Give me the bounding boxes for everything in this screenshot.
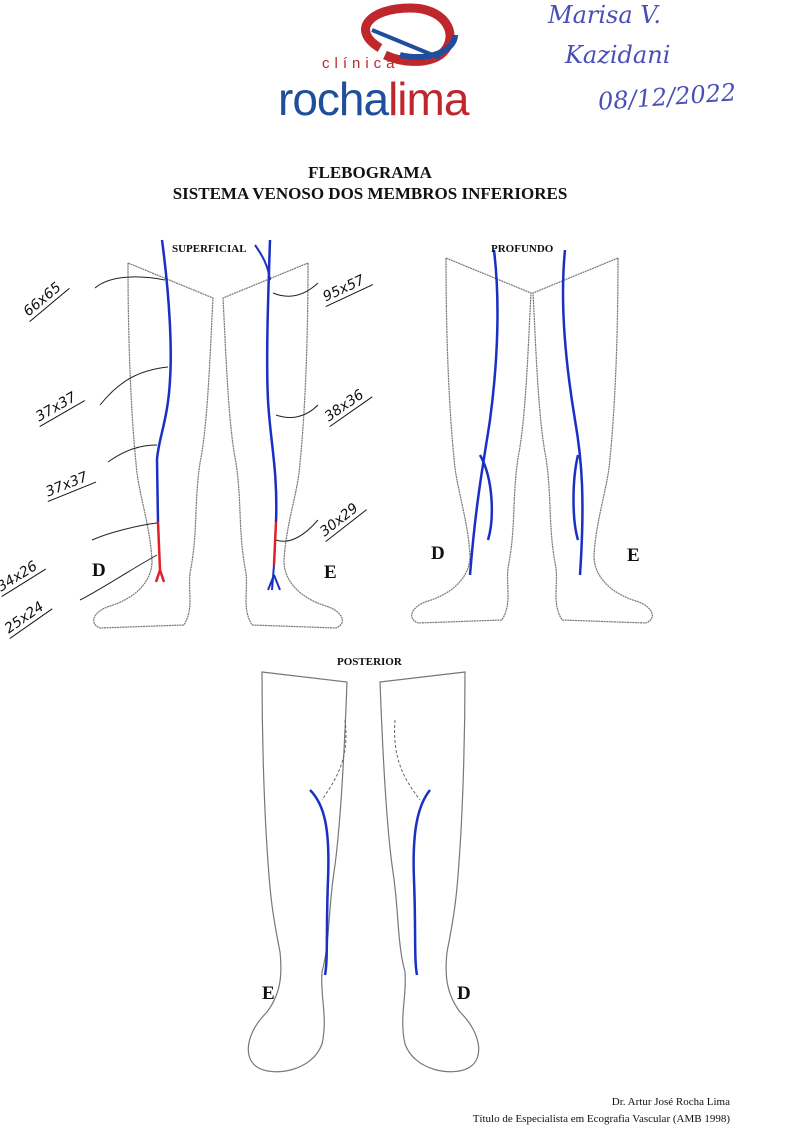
- posterior-left-leg: [247, 671, 348, 1073]
- label-superficial: SUPERFICIAL: [172, 243, 247, 255]
- posterior-right-leg: [379, 671, 480, 1073]
- measurement-pointers: [79, 276, 319, 601]
- superficial-side-d: D: [92, 560, 106, 581]
- patient-name-line2: Kazidani: [565, 41, 671, 69]
- label-profundo: PROFUNDO: [491, 243, 554, 255]
- logo-rocha: rocha: [278, 73, 389, 125]
- label-posterior: POSTERIOR: [337, 656, 402, 668]
- superficial-left-leg: [222, 239, 343, 629]
- profundo-side-d: D: [431, 543, 445, 564]
- logo-wordmark: rochalima: [278, 73, 469, 125]
- document-title: FLEBOGRAMA: [308, 163, 432, 182]
- posterior-side-e: E: [262, 983, 275, 1004]
- patient-name-line1: Marisa V.: [548, 1, 662, 29]
- profundo-side-e: E: [627, 545, 640, 566]
- profundo-right-leg: [411, 249, 532, 624]
- doctor-name: Dr. Artur José Rocha Lima: [611, 1096, 730, 1108]
- logo-clinica: clínica: [322, 55, 400, 72]
- logo-mark: [361, 3, 458, 66]
- logo-lima: lima: [388, 73, 469, 125]
- superficial-side-e: E: [324, 562, 337, 583]
- document-subtitle: SISTEMA VENOSO DOS MEMBROS INFERIORES: [172, 184, 568, 203]
- doctor-credential: Título de Especialista em Ecografia Vasc…: [472, 1113, 730, 1125]
- profundo-left-leg: [532, 249, 653, 624]
- superficial-right-leg: [93, 239, 214, 629]
- posterior-side-d: D: [457, 983, 471, 1004]
